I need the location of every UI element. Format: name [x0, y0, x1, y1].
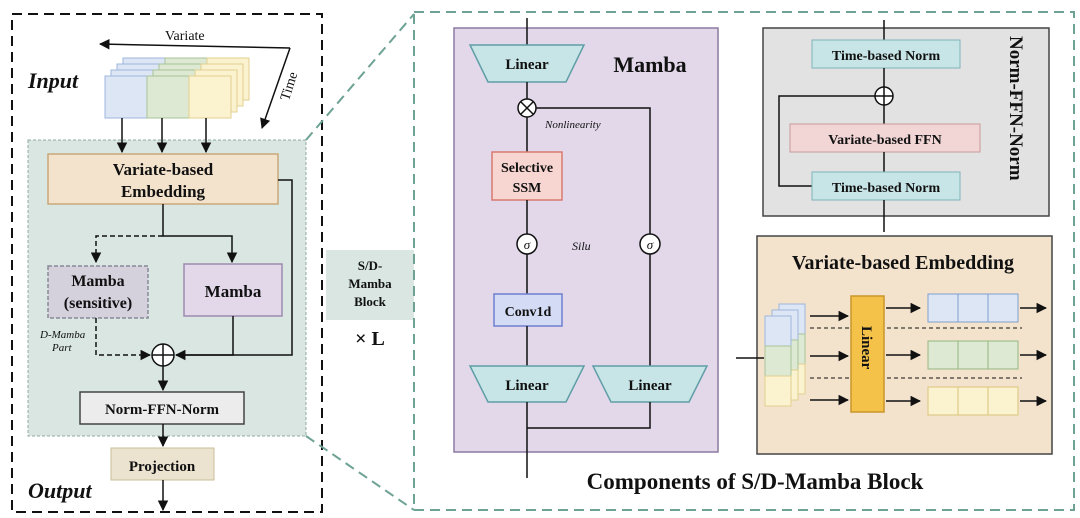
time-norm-top-label: Time-based Norm — [832, 49, 941, 64]
mamba-sensitive-box — [47, 265, 149, 319]
zoom-line-top — [305, 13, 415, 141]
components-panel-border — [413, 11, 1075, 511]
mamba-label: Mamba — [205, 282, 262, 301]
sigma-right-icon: σ — [639, 233, 661, 255]
norm-panel-title: Norm-FFN-Norm — [1005, 36, 1026, 181]
multiply-operator-icon — [517, 98, 537, 118]
norm-ffn-norm-label: Norm-FFN-Norm — [105, 402, 220, 418]
conv1d-label: Conv1d — [505, 305, 552, 320]
left-panel-border — [11, 13, 323, 513]
silu-label: Silu — [572, 239, 591, 253]
svg-text:σ: σ — [647, 237, 654, 252]
embed-output-green — [927, 340, 1019, 370]
input-data-stack — [104, 57, 250, 119]
linear-bottom-left-box — [468, 365, 586, 403]
time-norm-top-box — [811, 39, 961, 69]
block-label-line3: Block — [354, 294, 387, 309]
embed-panel-title: Variate-based Embedding — [792, 252, 1014, 274]
selective-line1: Selective — [501, 161, 553, 176]
embedding-line2: Embedding — [121, 182, 206, 201]
d-mamba-part-line1: D-Mamba — [39, 329, 86, 341]
add-operator-icon — [151, 343, 175, 367]
embed-linear-label: Linear — [858, 326, 874, 370]
projection-box — [110, 447, 215, 481]
time-norm-bottom-label: Time-based Norm — [832, 181, 941, 196]
mamba-sensitive-line2: (sensitive) — [64, 295, 132, 312]
embed-linear-box — [850, 295, 885, 413]
embed-output-yellow — [927, 386, 1019, 416]
time-axis-label: Time — [278, 70, 301, 102]
variate-embedding-box — [47, 153, 279, 205]
selective-line2: SSM — [513, 181, 542, 196]
time-norm-bottom-box — [811, 171, 961, 201]
norm-ffn-norm-box — [79, 391, 245, 425]
linear-bottom-left-label: Linear — [505, 378, 549, 394]
mamba-box — [183, 263, 283, 317]
block-label-line2: Mamba — [348, 276, 392, 291]
conv1d-box — [493, 293, 563, 327]
svg-text:σ: σ — [524, 237, 531, 252]
nonlinearity-label: Nonlinearity — [544, 119, 601, 131]
d-mamba-part-line2: Part — [51, 342, 73, 354]
embed-input-stack — [764, 303, 806, 407]
norm-add-operator-icon — [874, 86, 894, 106]
variate-ffn-label: Variate-based FFN — [828, 133, 941, 148]
block-label-line1: S/D- — [358, 258, 383, 273]
linear-top-box — [468, 44, 586, 83]
input-label: Input — [27, 68, 79, 93]
output-label: Output — [28, 478, 92, 503]
projection-label: Projection — [129, 459, 196, 475]
variate-ffn-box — [789, 123, 981, 153]
repeat-count-label: × L — [355, 328, 385, 350]
time-axis-arrow — [260, 47, 291, 129]
mamba-sensitive-line1: Mamba — [71, 273, 124, 290]
selective-ssm-box — [491, 151, 563, 201]
embed-output-blue — [927, 293, 1019, 323]
sd-mamba-block-legend — [326, 250, 414, 320]
variate-axis-arrow — [98, 38, 291, 50]
embedding-line1: Variate-based — [113, 160, 214, 179]
zoom-line-bottom — [305, 435, 415, 511]
components-caption: Components of S/D-Mamba Block — [587, 469, 924, 494]
linear-top-label: Linear — [505, 57, 549, 73]
linear-bottom-right-box — [591, 365, 709, 403]
mamba-panel-title: Mamba — [613, 52, 686, 77]
variate-axis-label: Variate — [165, 29, 205, 44]
linear-bottom-right-label: Linear — [628, 378, 672, 394]
sigma-left-icon: σ — [516, 233, 538, 255]
